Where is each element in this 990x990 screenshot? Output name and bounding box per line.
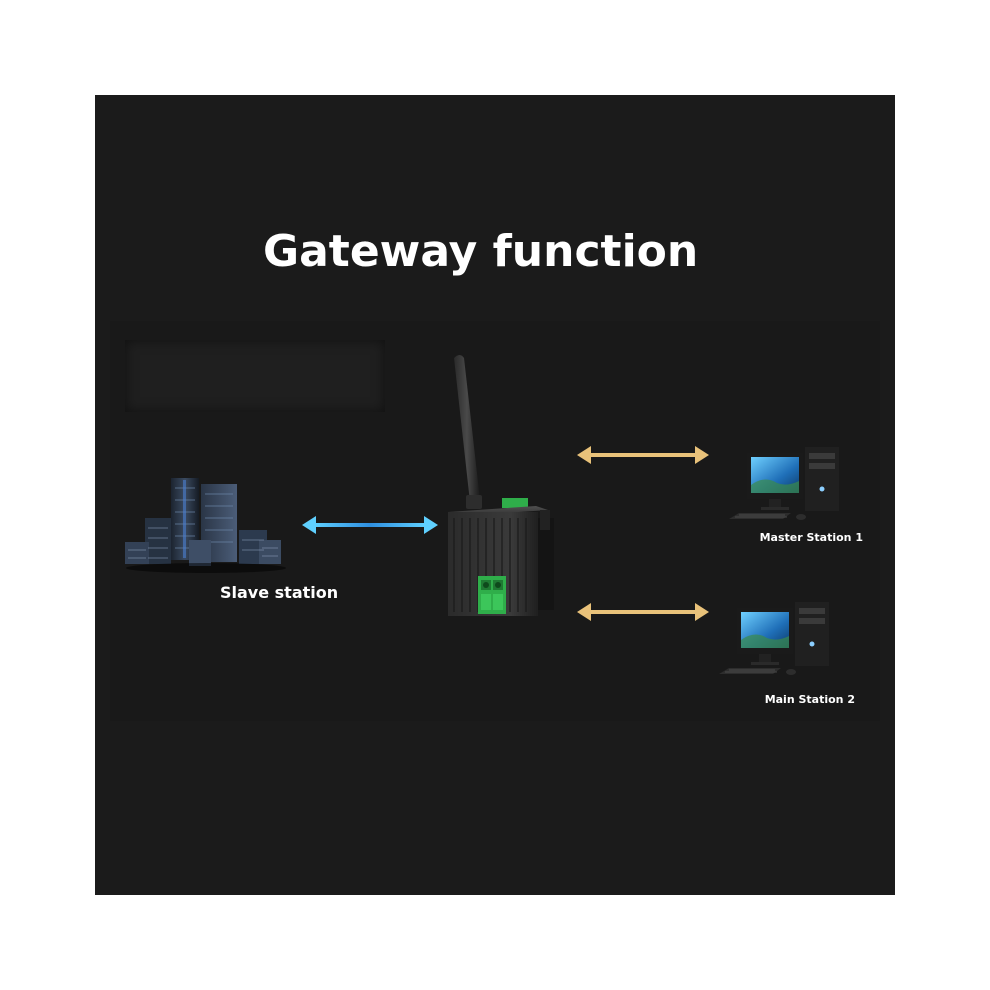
server-rack-icon — [125, 478, 286, 573]
desktop-computer-icon — [729, 447, 839, 520]
wireless-gateway-device-icon — [448, 355, 554, 616]
background-shadow-box — [125, 340, 385, 412]
master-station-1-label: Master Station 1 — [759, 531, 863, 544]
main-station-2-label: Main Station 2 — [764, 693, 855, 706]
master2-link-arrow — [577, 603, 709, 621]
diagram-panel: Gateway function — [95, 95, 895, 895]
desktop-computer-icon — [719, 602, 829, 675]
master1-link-arrow — [577, 446, 709, 464]
diagram-title: Gateway function — [263, 226, 699, 277]
slave-link-arrow — [302, 516, 438, 534]
slave-station-label: Slave station — [220, 583, 339, 602]
